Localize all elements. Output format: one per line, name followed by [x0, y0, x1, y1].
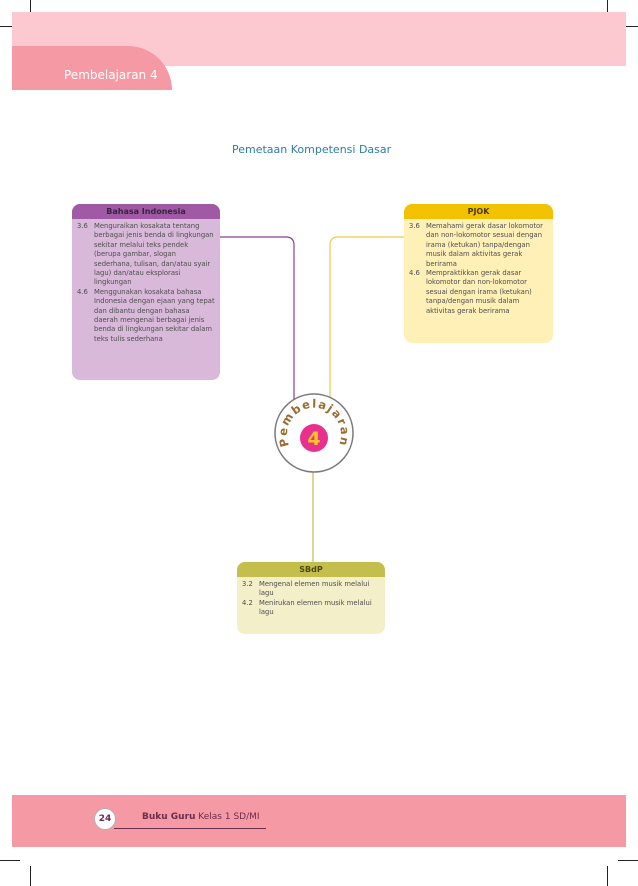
section-tab [12, 46, 172, 90]
crop-mark [0, 860, 20, 861]
card-pjok: PJOK 3.6 Memahami gerak dasar lokomotor … [404, 204, 553, 343]
item-number: 4.6 [409, 269, 420, 278]
footer-book-rest: Kelas 1 SD/MI [195, 812, 260, 822]
crop-mark [607, 0, 608, 20]
card-body: 3.6 Memahami gerak dasar lokomotor dan n… [404, 219, 553, 322]
crop-mark [0, 26, 20, 27]
card-title: SBdP [237, 562, 385, 577]
card-bahasa-indonesia: Bahasa Indonesia 3.6 Menguraikan kosakat… [72, 204, 220, 380]
item-number: 4.6 [77, 287, 88, 296]
card-sbdp: SBdP 3.2 Mengenal elemen musik melalui l… [237, 562, 385, 634]
list-item: 3.2 Mengenal elemen musik melalui lagu [242, 580, 380, 599]
item-text: Mempraktikkan gerak dasar lokomotor dan … [426, 269, 532, 315]
list-item: 3.6 Memahami gerak dasar lokomotor dan n… [409, 222, 548, 269]
crop-mark [30, 866, 31, 886]
list-item: 4.2 Menirukan elemen musik melalui lagu [242, 599, 380, 618]
crop-mark [618, 26, 638, 27]
list-item: 4.6 Mempraktikkan gerak dasar lokomotor … [409, 269, 548, 316]
item-number: 3.6 [77, 222, 88, 230]
card-body: 3.2 Mengenal elemen musik melalui lagu 4… [237, 577, 385, 624]
list-item: 3.6 Menguraikan kosakata tentang berbaga… [77, 222, 215, 288]
card-title: Bahasa Indonesia [72, 204, 220, 219]
footer-book-bold: Buku Guru [142, 812, 196, 822]
item-text: Mengenal elemen musik melalui lagu [259, 580, 370, 598]
footer-underline [114, 828, 266, 829]
connector-bahasa-indonesia [220, 236, 295, 405]
item-text: Menggunakan kosakata bahasa Indonesia de… [94, 287, 215, 343]
crop-mark [607, 866, 608, 886]
card-title: PJOK [404, 204, 553, 219]
item-number: 4.2 [242, 598, 253, 607]
item-text: Memahami gerak dasar lokomotor dan non-l… [426, 222, 543, 268]
section-title: Pembelajaran 4 [64, 68, 158, 82]
crop-mark [30, 0, 31, 20]
list-item: 4.6 Menggunakan kosakata bahasa Indonesi… [77, 288, 215, 344]
item-number: 3.6 [409, 222, 420, 230]
item-text: Menguraikan kosakata tentang berbagai je… [94, 222, 214, 287]
item-text: Menirukan elemen musik melalui lagu [259, 598, 372, 617]
center-badge: Pembelajaran 4 [274, 393, 354, 473]
map-title: Pemetaan Kompetensi Dasar [232, 143, 392, 156]
center-number-circle [300, 424, 328, 452]
connector-pjok [329, 236, 404, 405]
footer-book-title: Buku Guru Kelas 1 SD/MI [142, 812, 260, 822]
page-number: 24 [94, 808, 116, 830]
crop-mark [618, 860, 638, 861]
center-number: 4 [307, 428, 320, 450]
card-body: 3.6 Menguraikan kosakata tentang berbaga… [72, 219, 220, 350]
item-number: 3.2 [242, 580, 253, 588]
